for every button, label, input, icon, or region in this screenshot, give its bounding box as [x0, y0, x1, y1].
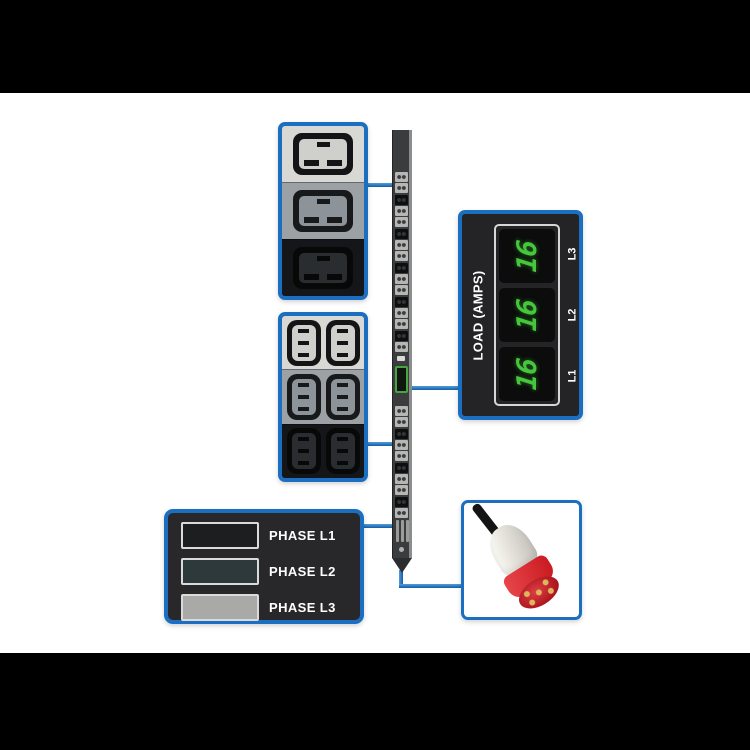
- pdu-strip-outlets-lower: [395, 406, 408, 518]
- pdu-strip-cord-tip: [392, 558, 412, 573]
- pdu-strip-meter-display: [395, 366, 408, 393]
- letterbox-bottom: [0, 653, 750, 750]
- industrial-plug-icon: [466, 507, 579, 617]
- callout-line-plug-horizontal: [399, 584, 463, 588]
- callout-line-meter: [411, 386, 460, 390]
- outlet-face: [330, 378, 355, 415]
- c19-module-gray: [282, 182, 364, 239]
- callout-line-legend: [362, 524, 394, 528]
- c19-outlet-icon: [293, 247, 353, 289]
- callout-c13-outlets: [278, 312, 368, 482]
- callout-line-c13: [364, 442, 394, 446]
- c19-module-black: [282, 239, 364, 296]
- callout-line-plug-vertical: [399, 570, 403, 588]
- load-amps-label-text: LOAD (AMPS): [470, 270, 486, 360]
- legend-row: PHASE L1: [181, 522, 360, 549]
- pdu-strip-led: [397, 356, 405, 361]
- phase-label-l1: L1: [566, 369, 578, 383]
- outlet-face: [330, 433, 355, 470]
- c13-outlet-icon: [286, 373, 321, 420]
- callout-c19-outlets: [278, 122, 368, 300]
- c13-outlet-icon: [325, 373, 360, 420]
- c13-row-black: [282, 423, 364, 478]
- outlet-face: [299, 253, 347, 283]
- meter-frame: 16 16 16: [494, 224, 560, 406]
- meter-display-l1: 16: [499, 347, 555, 401]
- c19-outlet-icon: [293, 190, 353, 232]
- load-amps-label: LOAD (AMPS): [462, 214, 494, 416]
- meter-digits-l1: 16: [511, 356, 543, 392]
- c19-module-light: [282, 126, 364, 182]
- outlet-face: [291, 324, 316, 361]
- c13-outlet-icon: [325, 428, 360, 475]
- phase-l3-label: PHASE L3: [269, 600, 336, 615]
- c13-outlet-icon: [286, 319, 321, 366]
- meter-display-l2: 16: [499, 288, 555, 342]
- pdu-strip-screw: [399, 547, 404, 552]
- callout-load-meter: LOAD (AMPS) 16 16 16 L3 L2 L1: [458, 210, 583, 420]
- phase-l1-label: PHASE L1: [269, 528, 336, 543]
- phase-label-l3: L3: [566, 247, 578, 261]
- phase-l2-label: PHASE L2: [269, 564, 336, 579]
- outlet-face: [291, 433, 316, 470]
- phase-l1-swatch: [181, 522, 259, 549]
- pdu-strip: [392, 130, 412, 558]
- pdu-strip-vents: [396, 520, 409, 542]
- legend-row: PHASE L2: [181, 558, 360, 585]
- c13-row-light: [282, 316, 364, 370]
- phase-l2-swatch: [181, 558, 259, 585]
- phase-l3-swatch: [181, 594, 259, 621]
- legend-row: PHASE L3: [181, 594, 360, 621]
- letterbox-top: [0, 0, 750, 93]
- meter-digits-l3: 16: [511, 238, 543, 274]
- outlet-face: [330, 324, 355, 361]
- outlet-face: [299, 196, 347, 226]
- meter-digits-l2: 16: [511, 297, 543, 333]
- meter-display-l3: 16: [499, 229, 555, 283]
- outlet-face: [291, 378, 316, 415]
- c13-outlet-icon: [325, 319, 360, 366]
- pdu-strip-outlets-upper: [395, 172, 408, 352]
- meter-phase-labels: L3 L2 L1: [562, 224, 582, 406]
- callout-power-plug: [461, 500, 582, 620]
- callout-phase-legend: PHASE L1 PHASE L2 PHASE L3: [164, 509, 364, 624]
- c13-row-gray: [282, 369, 364, 424]
- callout-line-c19: [364, 183, 394, 187]
- c19-outlet-icon: [293, 133, 353, 175]
- phase-label-l2: L2: [566, 308, 578, 322]
- outlet-face: [299, 139, 347, 169]
- c13-outlet-icon: [286, 428, 321, 475]
